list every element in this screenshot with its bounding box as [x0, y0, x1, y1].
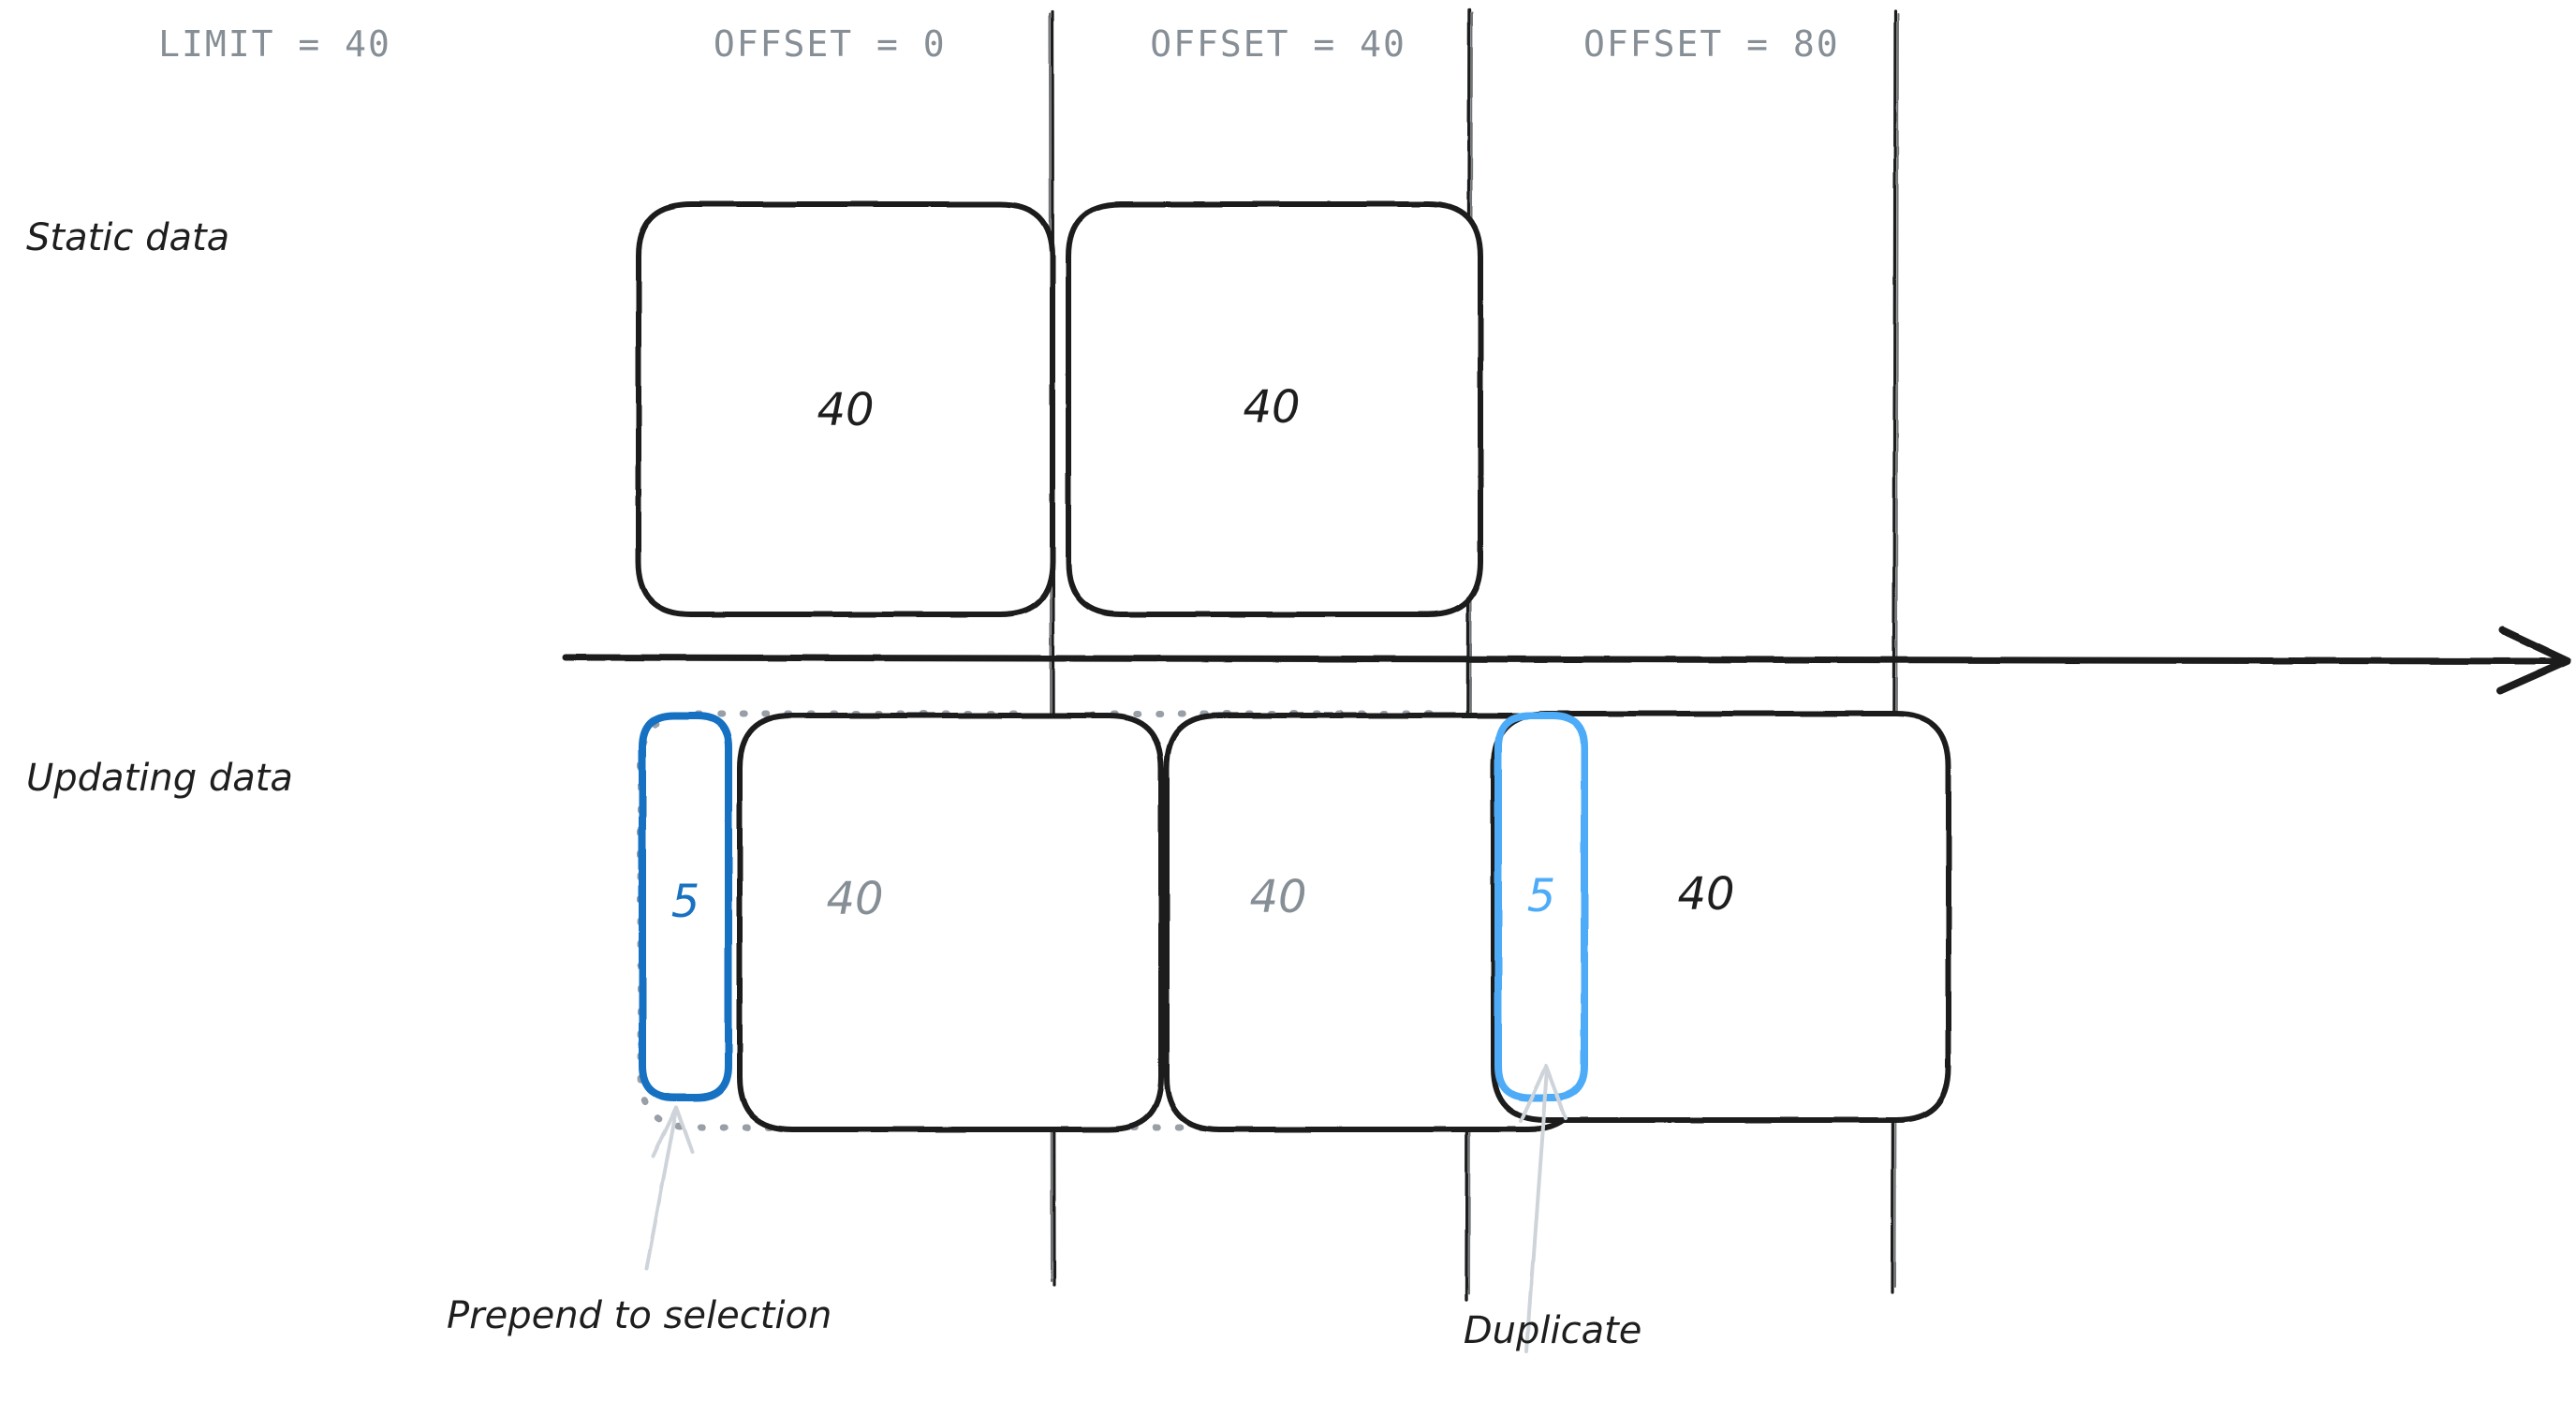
header-offset-0: OFFSET = 0 [713, 23, 947, 65]
annotation-prepend-to-selection: Prepend to selection [447, 1294, 832, 1338]
header-limit: LIMIT = 40 [158, 23, 391, 65]
static-page-1-box [636, 201, 1055, 617]
duplicated-chunk-value: 5 [1526, 870, 1556, 922]
updating-page-1-value: 40 [826, 873, 884, 925]
time-axis-arrow [562, 627, 2571, 695]
row-label-updating-data: Updating data [26, 756, 293, 800]
static-page-2-box [1066, 201, 1483, 617]
row-label-static-data: Static data [26, 215, 230, 259]
header-offset-40: OFFSET = 40 [1150, 23, 1406, 65]
header-offset-80: OFFSET = 80 [1583, 23, 1840, 65]
static-page-2-value: 40 [1243, 381, 1301, 434]
duplicated-chunk-box[interactable] [1494, 712, 1588, 1101]
prepended-chunk-value: 5 [670, 876, 700, 928]
updating-page-2-value: 40 [1249, 871, 1307, 923]
updating-page-1-box [737, 713, 1164, 1132]
updating-page-3-value: 40 [1677, 868, 1735, 921]
annotation-duplicate: Duplicate [1463, 1308, 1642, 1352]
duplicate-callout-arrow [1519, 1064, 1568, 1353]
prepended-chunk-box[interactable] [639, 712, 732, 1101]
static-page-1-value: 40 [817, 384, 875, 436]
prepend-callout-arrow [644, 1105, 694, 1271]
